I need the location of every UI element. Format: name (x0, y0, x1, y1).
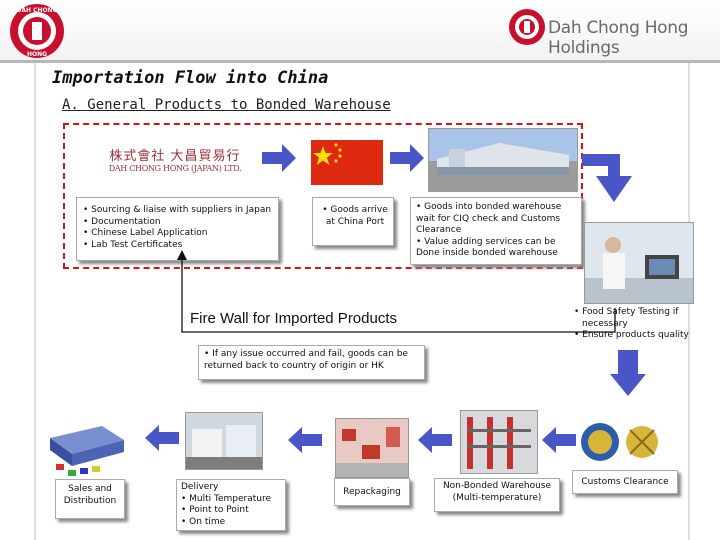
lab-testing-photo (584, 222, 694, 304)
delivery-item: Point to Point (181, 505, 285, 517)
dch-japan-logo: 株式會社 大昌貿易行 DAH CHONG HONG (JAPAN) LTD. (100, 145, 250, 173)
flow-arrow-down-bent (582, 154, 632, 202)
logo-text-top: DAH CHONG (16, 7, 57, 14)
bonded-flow-region (63, 123, 583, 269)
japan-item: Documentation (83, 217, 278, 229)
delivery-trucks-photo (185, 412, 263, 470)
page-title: Importation Flow into China (52, 68, 329, 88)
non-bonded-warehouse-photo (460, 410, 538, 474)
delivery-title: Delivery (181, 482, 219, 492)
firewall-label: Fire Wall for Imported Products (190, 310, 398, 327)
company-name: Dah Chong Hong Holdings (548, 18, 689, 58)
japan-item: Lab Test Certificates (83, 240, 278, 252)
flow-arrow-left (542, 427, 576, 453)
header-bar (0, 0, 720, 62)
section-subtitle: A. General Products to Bonded Warehouse (62, 97, 391, 113)
delivery-item: Multi Temperature (181, 494, 285, 506)
food-safety-item: Ensure products quality (574, 330, 694, 342)
japan-sourcing-box: Sourcing & liaise with suppliers in Japa… (76, 197, 279, 261)
firewall-loop (177, 250, 616, 333)
delivery-item: On time (181, 517, 285, 529)
flow-arrow-left (145, 425, 179, 451)
distribution-icon (50, 426, 124, 476)
food-safety-box: Food Safety Testing if necessary Ensure … (574, 307, 694, 342)
flow-arrow-left (418, 427, 452, 453)
company-logo-left: DAH CHONG HONG (10, 4, 64, 58)
firewall-issue-item: If any issue occurred and fail, goods ca… (204, 349, 424, 372)
company-logo-right (509, 9, 545, 45)
non-bonded-warehouse-box: Non-Bonded Warehouse (Multi-temperature) (434, 478, 560, 512)
bonded-warehouse-photo (428, 128, 578, 192)
delivery-box: Delivery Multi Temperature Point to Poin… (176, 479, 286, 531)
customs-emblems-icon (581, 423, 658, 461)
japan-item: Sourcing & liaise with suppliers in Japa… (83, 205, 278, 217)
dch-japan-logo-chinese: 株式會社 大昌貿易行 (109, 149, 241, 164)
japan-item: Chinese Label Application (83, 228, 278, 240)
flow-arrow-down (610, 350, 646, 396)
food-safety-item: Food Safety Testing if necessary (574, 307, 694, 330)
sales-distribution-box: Sales and Distribution (55, 479, 125, 519)
china-flag-icon (311, 140, 383, 185)
arrive-port-box: Goods arrive at China Port (312, 197, 394, 246)
firewall-issue-box: If any issue occurred and fail, goods ca… (198, 345, 425, 380)
repackaging-box: Repackaging (334, 478, 410, 506)
bonded-warehouse-box: Goods into bonded warehouse wait for CIQ… (410, 197, 582, 265)
flow-arrow-left (288, 427, 322, 453)
customs-clearance-box: Customs Clearance (572, 470, 678, 494)
logo-text-bottom: HONG (27, 51, 47, 58)
dch-japan-logo-english: DAH CHONG HONG (JAPAN) LTD. (108, 164, 242, 173)
header-divider (0, 60, 720, 63)
repackaging-photo (335, 418, 409, 478)
bonded-item: Goods into bonded warehouse wait for CIQ… (416, 202, 581, 237)
arrive-item: Goods arrive at China Port (317, 205, 393, 228)
flow-arrow-right (390, 144, 424, 172)
flow-arrow-right (262, 144, 296, 172)
bonded-item: Value adding services can be Done inside… (416, 237, 581, 260)
